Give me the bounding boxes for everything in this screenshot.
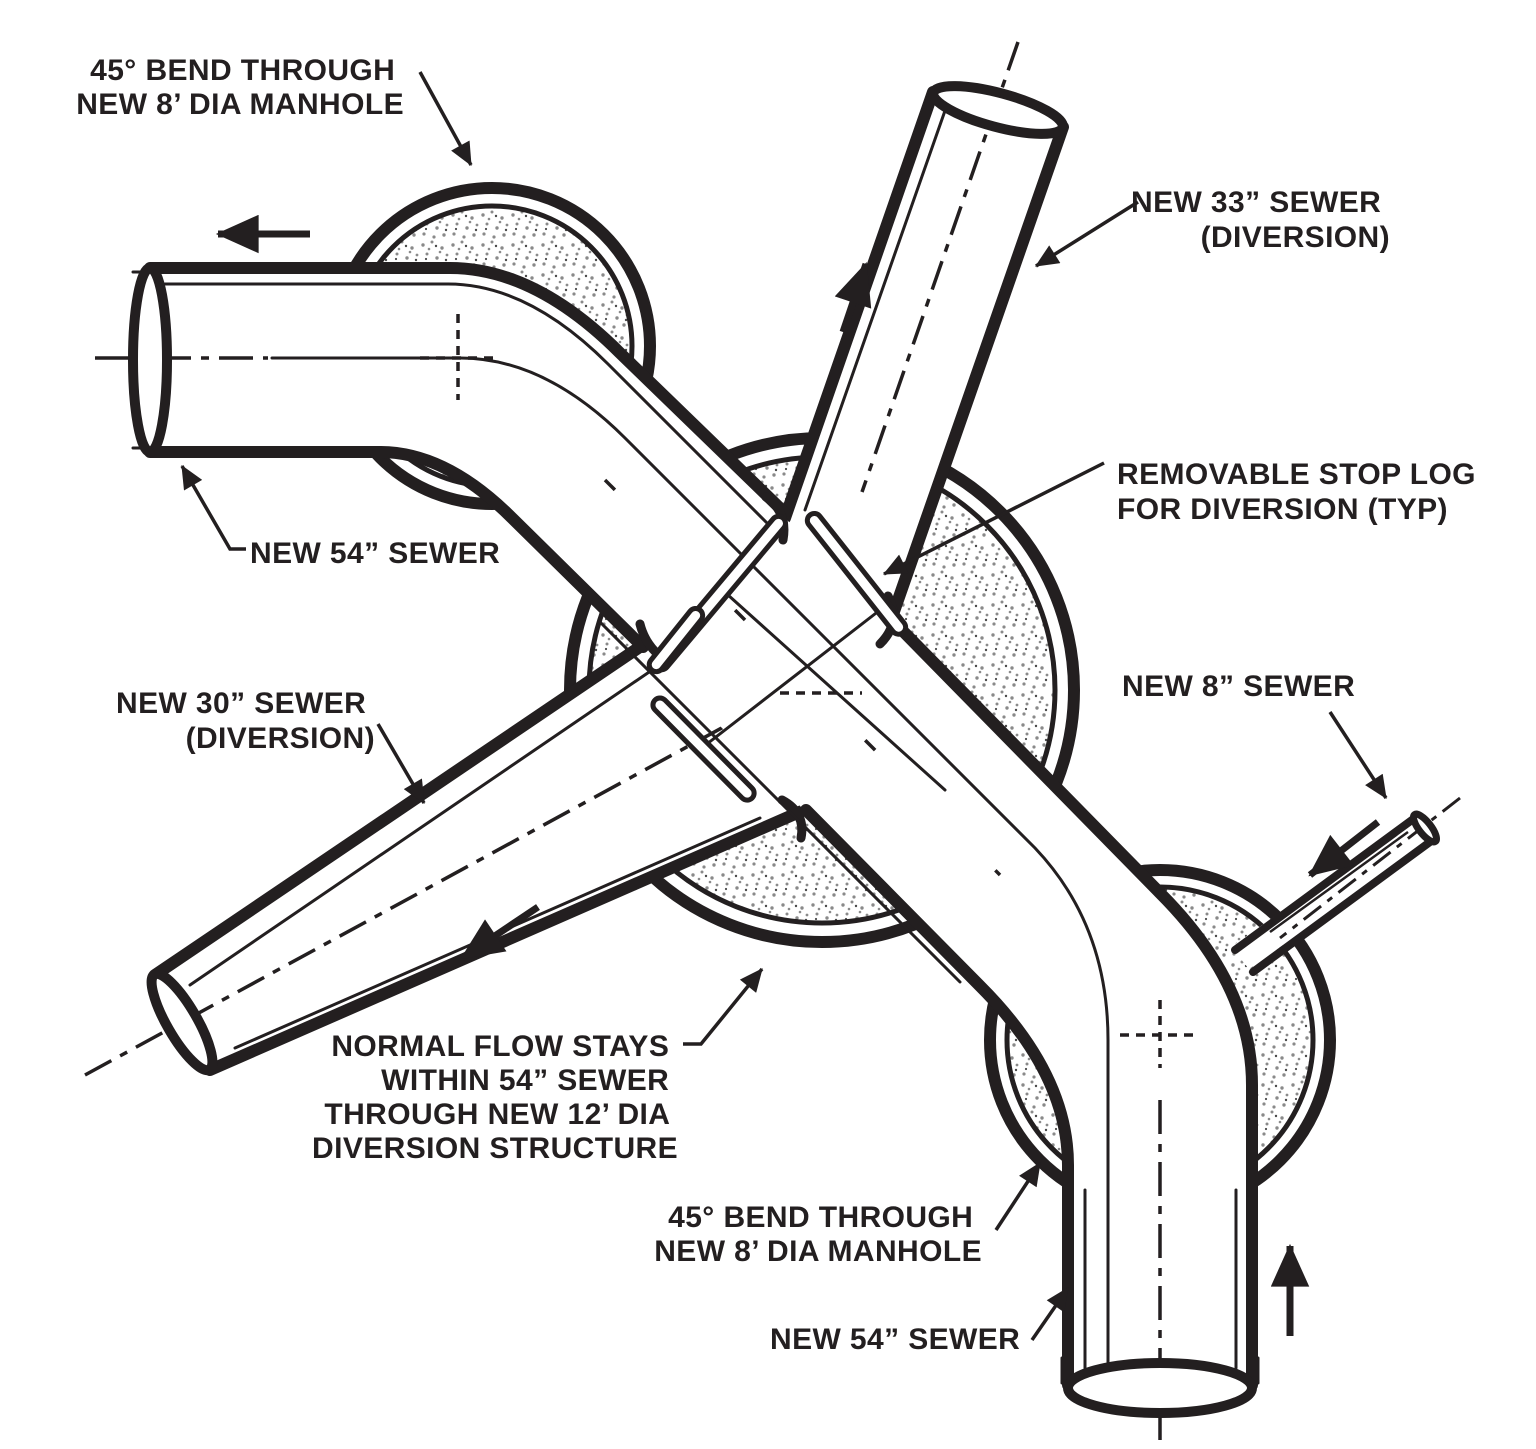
labels: 45° BEND THROUGH NEW 8’ DIA MANHOLE NEW … bbox=[76, 54, 1485, 1356]
sewer-33-mouth bbox=[928, 81, 1068, 139]
leader-sewer-8 bbox=[1328, 711, 1388, 799]
label-sewer-54-left: NEW 54” SEWER bbox=[250, 537, 500, 570]
flow-arrow-in-8-icon bbox=[1307, 819, 1381, 878]
label-line: DIVERSION STRUCTURE bbox=[312, 1132, 678, 1165]
crosshair-bend-top-left bbox=[420, 314, 498, 400]
label-line: THROUGH NEW 12’ DIA bbox=[324, 1098, 669, 1131]
sewer-54-wall-line-bottom bbox=[598, 620, 962, 984]
sewer-33-pipe bbox=[775, 41, 1069, 651]
leader-bend-bottom-right bbox=[994, 1162, 1042, 1231]
leader-lines bbox=[180, 71, 1388, 1341]
stop-log-33 bbox=[804, 510, 909, 637]
leader-sewer-30 bbox=[376, 723, 426, 805]
leader-sewer-33 bbox=[1035, 200, 1139, 268]
label-sewer-30: NEW 30” SEWER (DIVERSION) bbox=[116, 687, 375, 755]
flow-arrow-down-30-icon bbox=[460, 904, 540, 961]
label-line: NEW 30” SEWER bbox=[116, 687, 366, 720]
label-line: WITHIN 54” SEWER bbox=[381, 1064, 669, 1097]
label-line: NEW 33” SEWER bbox=[1131, 186, 1381, 219]
sewer-54-body bbox=[150, 268, 1252, 1413]
mouth-chamfer-bottom bbox=[1060, 1356, 1260, 1385]
crosshair-manhole-bottom-right bbox=[1120, 1000, 1200, 1068]
flow-arrow-up-33-icon bbox=[834, 261, 872, 334]
sewer-54-pipe bbox=[95, 262, 1260, 1440]
label-line: 45° BEND THROUGH bbox=[90, 54, 395, 87]
opening-curl-30-b bbox=[777, 795, 807, 843]
label-line: NEW 54” SEWER bbox=[770, 1323, 1020, 1356]
mouth-chamfer-left bbox=[131, 270, 154, 450]
label-line: NORMAL FLOW STAYS bbox=[331, 1030, 669, 1063]
label-sewer-8: NEW 8” SEWER bbox=[1122, 670, 1355, 703]
label-normal-flow: NORMAL FLOW STAYS WITHIN 54” SEWER THROU… bbox=[312, 1030, 678, 1165]
leader-bend-top-left bbox=[418, 71, 473, 167]
leader-sewer-54-left bbox=[180, 464, 246, 551]
label-line: NEW 8’ DIA MANHOLE bbox=[654, 1235, 982, 1268]
sewer-30-mouth bbox=[146, 968, 218, 1076]
structure-axis-line-a bbox=[726, 593, 947, 792]
label-line: NEW 8” SEWER bbox=[1122, 670, 1355, 703]
leader-stop-log bbox=[882, 461, 1105, 576]
sewer-33-wall-line bbox=[803, 103, 949, 512]
sewer-54-top-edge bbox=[144, 262, 1258, 1391]
sewer-54-bottom-edge bbox=[144, 446, 1074, 1391]
sewer-54-flow-line bbox=[270, 356, 1110, 1367]
structure-axis-line-b bbox=[701, 608, 882, 749]
sewer-8-body bbox=[1231, 817, 1434, 969]
label-line: 45° BEND THROUGH bbox=[668, 1201, 973, 1234]
sewer-8-pipe bbox=[1231, 796, 1461, 976]
stop-log-guide-30 bbox=[646, 605, 706, 675]
sewer-30-bottom-edge bbox=[204, 780, 865, 1076]
sewer-54-mouth-bottom bbox=[1063, 1358, 1257, 1418]
sewer-8-bottom-edge bbox=[1249, 835, 1438, 976]
sewer-54-wall-line-top bbox=[163, 282, 772, 528]
sewer-8-centerline bbox=[1279, 796, 1461, 940]
center-marks bbox=[420, 314, 1200, 1068]
label-sewer-54-bottom: NEW 54” SEWER bbox=[770, 1323, 1020, 1356]
label-stop-log: REMOVABLE STOP LOG FOR DIVERSION (TYP) bbox=[1117, 458, 1485, 526]
label-line: (DIVERSION) bbox=[186, 722, 375, 755]
leader-sewer-54-bottom bbox=[1030, 1287, 1070, 1341]
label-sewer-33: NEW 33” SEWER (DIVERSION) bbox=[1131, 186, 1390, 254]
sewer-8-wall-line bbox=[1269, 830, 1409, 934]
stop-log-30 bbox=[650, 695, 757, 803]
label-line: REMOVABLE STOP LOG bbox=[1117, 458, 1476, 491]
label-line: NEW 8’ DIA MANHOLE bbox=[76, 88, 404, 121]
label-bend-bottom-right: 45° BEND THROUGH NEW 8’ DIA MANHOLE bbox=[654, 1201, 982, 1268]
label-line: FOR DIVERSION (TYP) bbox=[1117, 493, 1448, 526]
label-line: (DIVERSION) bbox=[1201, 221, 1390, 254]
stop-logs bbox=[646, 510, 909, 803]
sewer-30-wall-line-top bbox=[188, 666, 657, 987]
label-line: NEW 54” SEWER bbox=[250, 537, 500, 570]
sewer-8-top-edge bbox=[1231, 813, 1420, 954]
sewer-33-body bbox=[775, 92, 1063, 651]
sewer-54-mouth-left bbox=[128, 263, 172, 457]
flow-arrows bbox=[215, 214, 1381, 1336]
sewer-8-mouth bbox=[1410, 810, 1440, 846]
sewer-33-right-edge bbox=[884, 121, 1069, 629]
leader-normal-flow bbox=[683, 967, 764, 1046]
label-bend-top-left: 45° BEND THROUGH NEW 8’ DIA MANHOLE bbox=[76, 54, 404, 121]
